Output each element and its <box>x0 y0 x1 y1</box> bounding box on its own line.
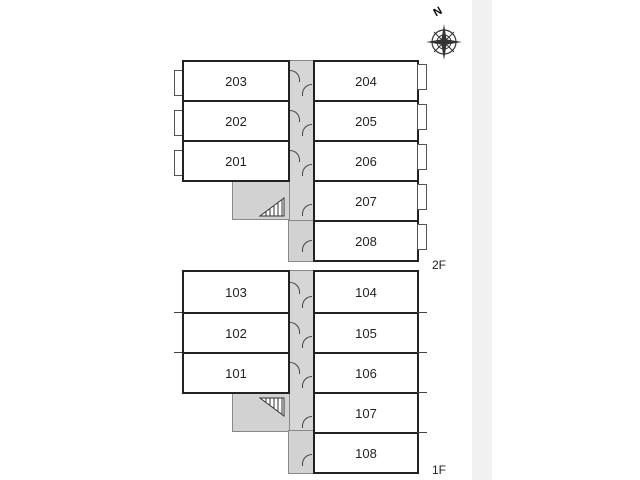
room-203[interactable]: 203 <box>182 60 290 102</box>
room-207[interactable]: 207 <box>313 180 419 222</box>
boundary-tick <box>174 352 184 353</box>
room-208[interactable]: 208 <box>313 220 419 262</box>
room-102[interactable]: 102 <box>182 312 290 354</box>
balcony <box>417 104 427 130</box>
door-swing <box>290 70 300 82</box>
balcony <box>417 184 427 210</box>
balcony <box>417 64 427 90</box>
door-swing <box>302 84 312 96</box>
room-105[interactable]: 105 <box>313 312 419 354</box>
balcony <box>417 224 427 250</box>
corridor-end-1f <box>288 430 314 474</box>
balcony <box>417 144 427 170</box>
room-206[interactable]: 206 <box>313 140 419 182</box>
room-202[interactable]: 202 <box>182 100 290 142</box>
room-107[interactable]: 107 <box>313 392 419 434</box>
floor-label-2f: 2F <box>432 258 447 272</box>
door-swing <box>290 150 300 162</box>
compass-icon: N <box>420 4 468 62</box>
boundary-tick <box>417 392 427 393</box>
room-204[interactable]: 204 <box>313 60 419 102</box>
room-201[interactable]: 201 <box>182 140 290 182</box>
room-103[interactable]: 103 <box>182 270 290 314</box>
door-swing <box>290 282 300 294</box>
room-106[interactable]: 106 <box>313 352 419 394</box>
door-swing <box>302 296 312 308</box>
staircase-icon <box>258 397 285 417</box>
staircase-icon <box>258 197 285 217</box>
door-swing <box>290 322 300 334</box>
room-205[interactable]: 205 <box>313 100 419 142</box>
door-swing <box>302 164 312 176</box>
door-swing <box>290 110 300 122</box>
door-swing <box>302 240 312 252</box>
door-swing <box>302 454 312 466</box>
room-104[interactable]: 104 <box>313 270 419 314</box>
door-swing <box>302 376 312 388</box>
door-swing <box>290 362 300 374</box>
door-swing <box>302 124 312 136</box>
floor-label-1f: 1F <box>432 463 447 477</box>
door-swing <box>302 204 312 216</box>
door-swing <box>302 416 312 428</box>
boundary-tick <box>174 312 184 313</box>
boundary-tick <box>417 312 427 313</box>
boundary-tick <box>417 352 427 353</box>
room-101[interactable]: 101 <box>182 352 290 394</box>
site-boundary-strip <box>472 0 492 480</box>
room-108[interactable]: 108 <box>313 432 419 474</box>
door-swing <box>302 336 312 348</box>
boundary-tick <box>417 432 427 433</box>
